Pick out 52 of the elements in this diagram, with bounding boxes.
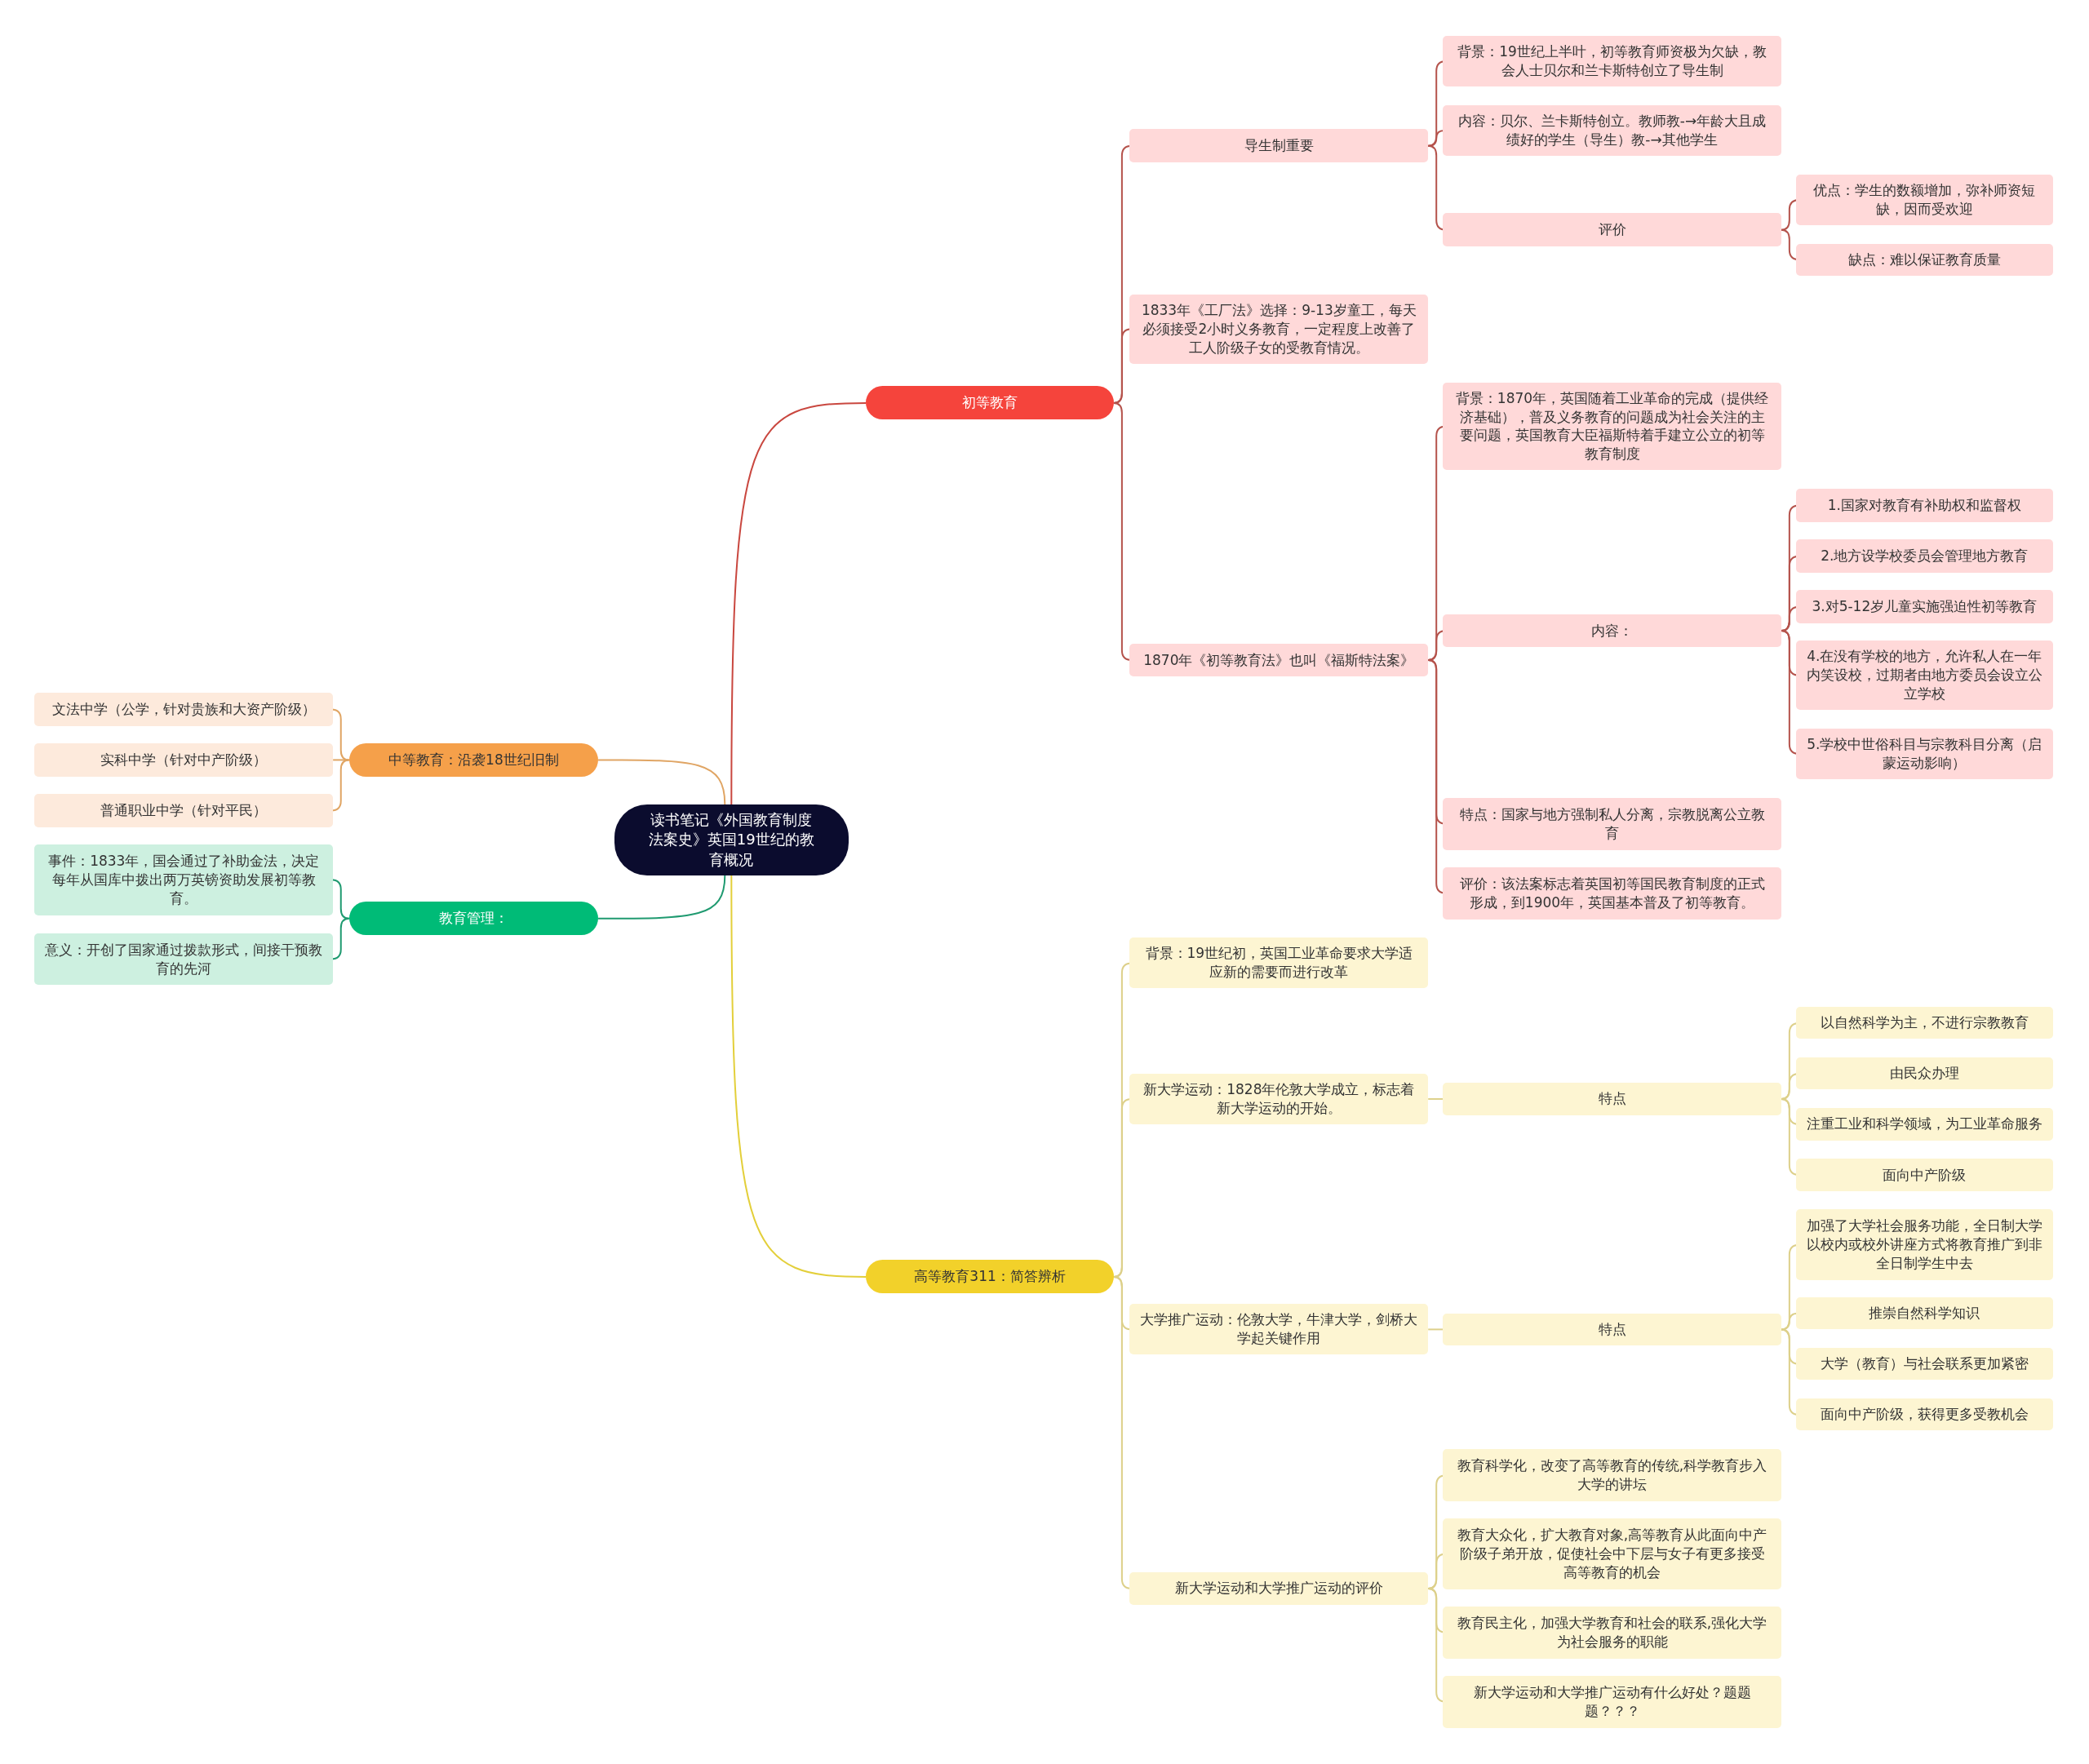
topic-box: 加强了大学社会服务功能，全日制大学以校内或校外讲座方式将教育推广到非全日制学生中去 (1795, 1209, 2053, 1280)
topic-box: 缺点：难以保证教育质量 (1795, 243, 2053, 276)
topic-box: 由民众办理 (1795, 1057, 2053, 1090)
topic-box: 3.对5-12岁儿童实施强迫性初等教育 (1795, 590, 2053, 624)
topic-box: 特点 (1443, 1313, 1781, 1345)
topic-box: 意义：开创了国家通过拨款形式，间接干预教育的先河 (34, 933, 334, 985)
topic-box: 特点：国家与地方强制私人分离，宗教脱离公立教育 (1443, 797, 1781, 850)
connector (730, 874, 867, 1278)
topic-box: 评价：该法案标志着英国初等国民教育制度的正式形成，到1900年，英国基本普及了初等教育。 (1443, 866, 1781, 920)
topic-box: 新大学运动和大学推广运动有什么好处？题题题？？？ (1443, 1675, 1781, 1728)
main-topic: 教育管理： (348, 902, 599, 936)
topic-box: 新大学运动和大学推广运动的评价 (1129, 1571, 1429, 1606)
central-topic: 读书笔记《外国教育制度法案史》英国19世纪的教育概况 (614, 804, 849, 875)
topic-box: 大学（教育）与社会联系更加紧密 (1795, 1348, 2053, 1381)
topic-box: 事件：1833年，国会通过了补助金法，决定每年从国库中拨出两万英镑资助发展初等教育。 (34, 844, 334, 915)
connector (597, 759, 726, 806)
connector (332, 759, 350, 761)
topic-box: 1833年《工厂法》选择：9-13岁童工，每天必须接受2小时义务教育，一定程度上改善了工人阶级子女的受教育情况。 (1129, 294, 1429, 364)
topic-box: 新大学运动：1828年伦敦大学成立，标志着新大学运动的开始。 (1129, 1073, 1429, 1124)
main-topic: 初等教育 (866, 386, 1114, 420)
topic-box: 推崇自然科学知识 (1795, 1297, 2053, 1330)
topic-box: 特点 (1443, 1083, 1781, 1115)
topic-box: 大学推广运动：伦敦大学，牛津大学，剑桥大学起关键作用 (1129, 1304, 1429, 1355)
topic-box: 2.地方设学校委员会管理地方教育 (1795, 539, 2053, 574)
topic-box: 教育民主化，加强大学教育和社会的联系,强化大学为社会服务的职能 (1443, 1606, 1781, 1659)
topic-box: 4.在没有学校的地方，允许私人在一年内笑设校，过期者由地方委员会设立公立学校 (1795, 640, 2053, 711)
topic-box: 文法中学（公学，针对贵族和大资产阶级） (34, 692, 334, 726)
connector (1427, 1328, 1444, 1331)
topic-box: 1870年《初等教育法》也叫《福斯特法案》 (1129, 643, 1429, 677)
topic-box: 面向中产阶级 (1795, 1159, 2053, 1191)
topic-box: 导生制重要 (1129, 129, 1429, 163)
topic-box: 5.学校中世俗科目与宗教科目分离（启蒙运动影响） (1795, 729, 2053, 780)
topic-box: 内容： (1443, 614, 1781, 648)
topic-box: 背景：19世纪初，英国工业革命要求大学适应新的需要而进行改革 (1129, 937, 1429, 989)
topic-box: 1.国家对教育有补助权和监督权 (1795, 489, 2053, 522)
connector (597, 874, 726, 920)
topic-box: 评价 (1443, 213, 1781, 247)
topic-box: 注重工业和科学领域，为工业革命服务 (1795, 1108, 2053, 1141)
connector (730, 401, 867, 806)
topic-box: 内容：贝尔、兰卡斯特创立。教师教-→年龄大且成绩好的学生（导生）教-→其他学生 (1443, 104, 1781, 156)
main-topic: 高等教育311：简答辨析 (866, 1260, 1114, 1294)
topic-box: 实科中学（针对中产阶级） (34, 743, 334, 777)
topic-box: 优点：学生的数额增加，弥补师资短缺，因而受欢迎 (1795, 174, 2053, 225)
topic-box: 背景：1870年，英国随着工业革命的完成（提供经济基础），普及义务教育的问题成为社会关注的主要问题，英国教育大臣福斯特着手建立公立的初等教育制度 (1443, 382, 1781, 471)
topic-box: 背景：19世纪上半叶，初等教育师资极为欠缺，教会人士贝尔和兰卡斯特创立了导生制 (1443, 36, 1781, 87)
topic-box: 普通职业中学（针对平民） (34, 794, 334, 827)
topic-box: 教育科学化，改变了高等教育的传统,科学教育步入大学的讲坛 (1443, 1449, 1781, 1501)
topic-box: 面向中产阶级，获得更多受教机会 (1795, 1398, 2053, 1431)
main-topic: 中等教育：沿袭18世纪旧制 (348, 743, 599, 777)
connector (1427, 1097, 1444, 1100)
topic-box: 以自然科学为主，不进行宗教教育 (1795, 1007, 2053, 1039)
topic-box: 教育大众化，扩大教育对象,高等教育从此面向中产阶级子弟开放，促使社会中下层与女子有更多接受高等教育的机会 (1443, 1518, 1781, 1589)
